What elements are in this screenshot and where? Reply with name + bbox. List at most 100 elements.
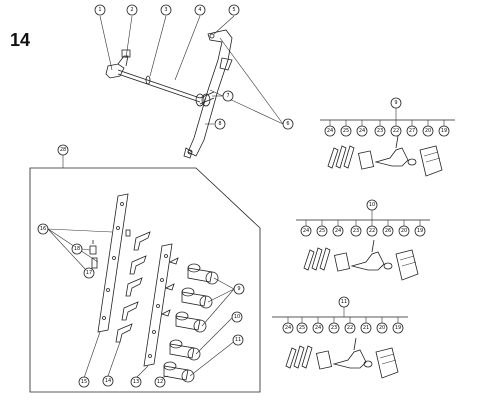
top-assembly	[99, 15, 284, 159]
svg-text:11: 11	[341, 299, 347, 305]
svg-text:25: 25	[299, 325, 305, 331]
svg-text:23: 23	[377, 128, 383, 134]
callout-label: 3	[164, 7, 167, 13]
kit-11-item-23: 23	[328, 322, 340, 334]
panel-callout-10: 10	[231, 311, 243, 323]
svg-text:20: 20	[401, 228, 407, 234]
svg-text:14: 14	[105, 378, 111, 384]
top-callout-4: 4	[194, 4, 206, 16]
kit-11-item-19: 19	[392, 322, 404, 334]
top-callout-3: 3	[160, 4, 172, 16]
top-callout-8: 8	[214, 118, 226, 130]
svg-text:24: 24	[359, 128, 365, 134]
panel-callout-16: 16	[37, 223, 49, 235]
svg-text:13: 13	[133, 379, 139, 385]
kit-9-item-20: 20	[422, 125, 434, 137]
svg-text:11: 11	[235, 337, 241, 343]
svg-text:15: 15	[81, 379, 87, 385]
svg-text:24: 24	[285, 325, 291, 331]
panel-callout-12: 12	[154, 376, 166, 388]
kit-10-item-26: 26	[382, 225, 394, 237]
svg-text:20: 20	[425, 128, 431, 134]
callout-label: 1	[98, 7, 101, 13]
kit-10: 10 24 25 24 23 22 26 20 19	[296, 199, 430, 281]
kit-9-item-25: 25	[340, 125, 352, 137]
svg-text:10: 10	[234, 314, 240, 320]
kit-10-item-25: 25	[316, 225, 328, 237]
svg-text:19: 19	[441, 128, 447, 134]
panel-28: 28	[29, 144, 261, 393]
kit-11: 11 24 25 24 23 22 21 20 19	[272, 296, 408, 379]
svg-text:20: 20	[379, 325, 385, 331]
panel-callout-15: 15	[78, 376, 90, 388]
kit-9: 9 24 25 24 23 22 27 20 19	[320, 97, 455, 177]
svg-text:9: 9	[394, 100, 397, 106]
svg-text:24: 24	[303, 228, 309, 234]
page-number: 14	[10, 30, 31, 50]
panel-callout-13: 13	[130, 376, 142, 388]
svg-text:23: 23	[353, 228, 359, 234]
svg-text:17: 17	[86, 270, 92, 276]
kit-10-item-22: 22	[366, 225, 378, 237]
kit-11-item-22: 22	[344, 322, 356, 334]
svg-text:9: 9	[237, 286, 240, 292]
svg-text:28: 28	[60, 147, 66, 153]
kit-9-item-27: 27	[406, 125, 418, 137]
top-callout-7: 7	[222, 90, 234, 102]
svg-text:24: 24	[327, 128, 333, 134]
panel-callout-14: 14	[102, 375, 114, 387]
top-callout-2: 2	[126, 4, 138, 16]
svg-text:22: 22	[369, 228, 375, 234]
top-callout-1: 1	[94, 4, 106, 16]
svg-text:19: 19	[395, 325, 401, 331]
kit-11-title: 11	[338, 296, 350, 308]
svg-text:23: 23	[331, 325, 337, 331]
svg-text:10: 10	[369, 202, 375, 208]
kit-10-item-20: 20	[398, 225, 410, 237]
connector-stack	[163, 263, 219, 383]
kit-10-title: 10	[366, 199, 378, 211]
callout-label: 7	[226, 93, 229, 99]
callout-label: 4	[198, 7, 201, 13]
kit-9-item-19: 19	[438, 125, 450, 137]
svg-text:24: 24	[315, 325, 321, 331]
svg-text:12: 12	[157, 379, 163, 385]
panel-title: 28	[57, 144, 69, 156]
svg-text:22: 22	[393, 128, 399, 134]
svg-text:26: 26	[385, 228, 391, 234]
panel-callout-11: 11	[232, 334, 244, 346]
kit-11-item-24a: 24	[282, 322, 294, 334]
top-callout-6: 6	[282, 118, 294, 130]
panel-callout-9: 9	[233, 283, 245, 295]
svg-text:25: 25	[343, 128, 349, 134]
kit-9-item-24a: 24	[324, 125, 336, 137]
kit-9-item-23: 23	[374, 125, 386, 137]
callout-label: 8	[218, 121, 221, 127]
svg-text:18: 18	[74, 246, 80, 252]
top-callout-5: 5	[228, 4, 240, 16]
kit-11-item-21: 21	[360, 322, 372, 334]
kit-10-item-23: 23	[350, 225, 362, 237]
svg-text:16: 16	[40, 226, 46, 232]
kit-11-item-20: 20	[376, 322, 388, 334]
kit-11-item-25: 25	[296, 322, 308, 334]
kit-11-item-24b: 24	[312, 322, 324, 334]
svg-text:24: 24	[335, 228, 341, 234]
callout-label: 2	[130, 7, 133, 13]
kit-9-item-22: 22	[390, 125, 402, 137]
callout-label: 5	[232, 7, 235, 13]
svg-text:21: 21	[363, 325, 369, 331]
callout-label: 6	[286, 121, 289, 127]
kit-9-item-24b: 24	[356, 125, 368, 137]
svg-text:19: 19	[417, 228, 423, 234]
kit-10-item-24b: 24	[332, 225, 344, 237]
svg-text:27: 27	[409, 128, 415, 134]
panel-callout-17: 17	[83, 267, 95, 279]
panel-callout-18: 18	[71, 243, 83, 255]
kit-10-item-24a: 24	[300, 225, 312, 237]
svg-text:25: 25	[319, 228, 325, 234]
kit-9-title: 9	[390, 97, 402, 109]
kit-10-item-19: 19	[414, 225, 426, 237]
svg-text:22: 22	[347, 325, 353, 331]
